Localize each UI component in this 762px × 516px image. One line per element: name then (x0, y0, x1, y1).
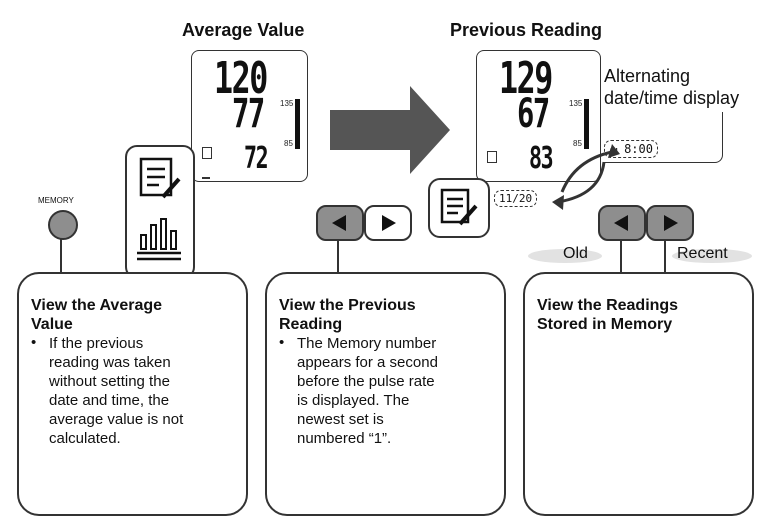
previous-reading-card: View the Previous Reading • The Memory n… (265, 272, 506, 516)
large-right-arrow-icon (330, 86, 450, 174)
average-value-title: Average Value (182, 20, 305, 40)
card-bullet: • (279, 334, 285, 351)
average-systolic: 120 (214, 53, 268, 104)
previous-scale-top: 135 (569, 99, 583, 108)
right-arrow-icon (382, 215, 396, 231)
card-title-line1: View the Average (31, 297, 163, 314)
previous-left-button[interactable] (316, 205, 364, 241)
alternating-arrows-icon (552, 144, 620, 210)
memory-label: MEMORY (38, 196, 74, 205)
memo-pencil-icon (440, 188, 478, 226)
memory-button[interactable] (48, 210, 78, 240)
previous-scale-mid: 85 (573, 139, 582, 148)
average-icon-callout (125, 145, 195, 279)
old-button[interactable] (598, 205, 646, 241)
card-body-line2: reading was taken (49, 354, 171, 371)
card-body-line5: average value is not (49, 411, 184, 428)
card-title-line1: View the Readings (537, 297, 679, 314)
average-scale-top: 135 (280, 99, 294, 108)
card-body-line3: before the pulse rate (297, 373, 435, 390)
average-scale-mid: 85 (284, 139, 293, 148)
previous-icon-callout (428, 178, 490, 238)
card-body-line2: appears for a second (297, 354, 438, 371)
left-arrow-icon (332, 215, 346, 231)
old-label: Old (563, 245, 588, 262)
alternating-line2: date/time display (604, 88, 740, 108)
previous-scale-bar (584, 99, 589, 149)
memo-icon-small-previous (487, 151, 497, 163)
card-body-line4: is displayed. The (297, 392, 410, 409)
card-body-line1: If the previous (49, 335, 144, 352)
connector-lines (60, 86, 752, 272)
card-body-line3: without setting the (49, 373, 170, 390)
average-diastolic: 77 (232, 91, 265, 137)
card-title-line2: Value (31, 316, 73, 333)
left-arrow-icon (614, 215, 628, 231)
average-value-card: View the Average Value • If the previous… (17, 272, 248, 516)
previous-reading-title: Previous Reading (450, 20, 603, 40)
card-title-line1: View the Previous (279, 297, 416, 314)
memo-icon-small (202, 147, 212, 159)
right-arrow-icon (664, 215, 678, 231)
card-body-line5: newest set is (297, 411, 384, 428)
previous-systolic: 129 (499, 53, 553, 104)
previous-lcd-display: 129 67 83 135 85 (476, 50, 601, 182)
readings-stored-card: View the Readings Stored in Memory (523, 272, 754, 516)
card-title-line2: Stored in Memory (537, 316, 673, 333)
card-body-line6: numbered “1”. (297, 430, 392, 447)
average-scale-bar (295, 99, 300, 149)
recent-ellipse (672, 249, 752, 263)
time-value: 8:00 (624, 142, 653, 156)
previous-pulse: 83 (529, 141, 554, 176)
average-lcd-display: 120 77 72 135 85 (191, 50, 308, 182)
average-pulse: 72 (244, 141, 269, 176)
card-title-line2: Reading (279, 316, 343, 333)
average-bars-icon (137, 218, 181, 261)
card-bullet: • (31, 334, 37, 351)
memo-pencil-icon (137, 157, 181, 261)
recent-button[interactable] (646, 205, 694, 241)
old-ellipse (528, 249, 602, 263)
previous-right-button[interactable] (364, 205, 412, 241)
time-lcd-fragment (604, 112, 723, 163)
card-body-line1: The Memory number (297, 335, 437, 352)
recent-label: Recent (677, 245, 728, 262)
card-body-line6: calculated. (49, 430, 121, 447)
date-display: 11/20 (494, 190, 538, 207)
card-body-line4: date and time, the (49, 392, 170, 409)
alternating-line1: Alternating (604, 66, 691, 86)
previous-diastolic: 67 (517, 91, 550, 137)
average-icon-small (202, 169, 210, 179)
